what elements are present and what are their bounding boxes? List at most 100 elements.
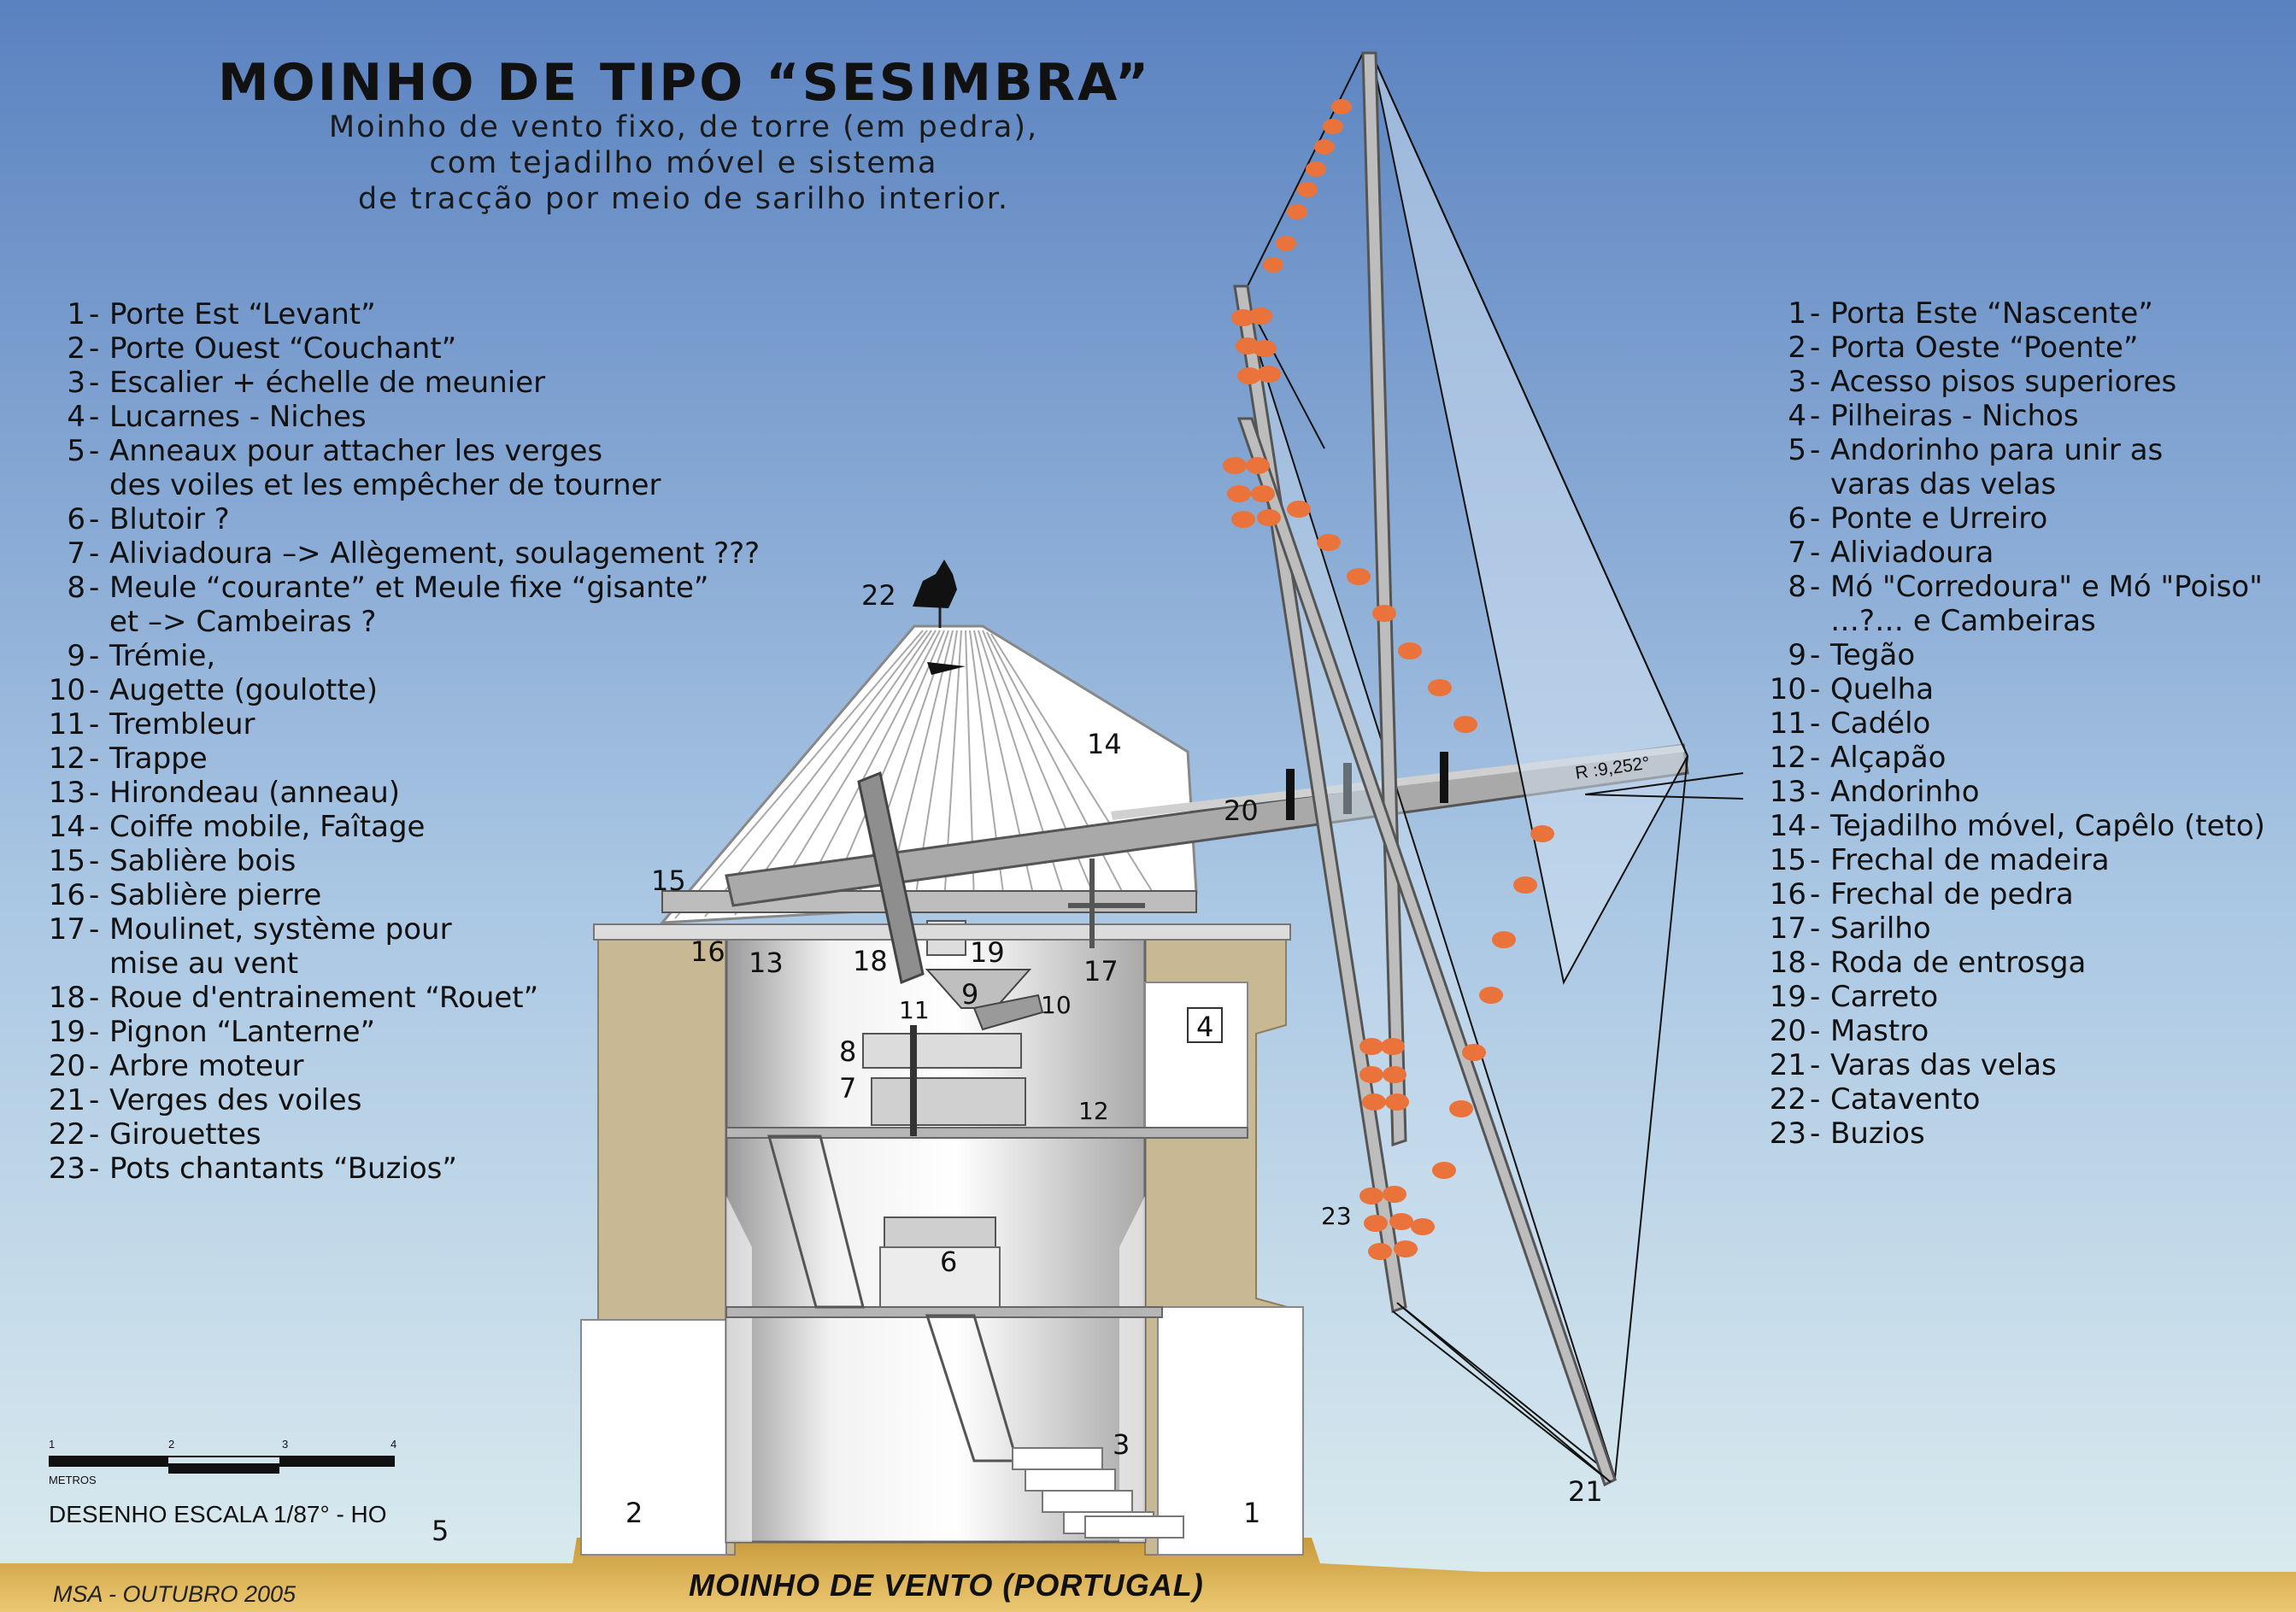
legend-text: Tegão [1830, 638, 1916, 672]
legend-dash: - [1810, 433, 1821, 467]
legend-text: Roda de entrosga [1830, 946, 2087, 980]
callout-19: 19 [970, 936, 1005, 969]
legend-item: 17-Moulinet, système pour [41, 912, 760, 947]
callout-20: 20 [1224, 794, 1259, 827]
legend-number: 18 [1769, 946, 1806, 980]
legend-text: Arbre moteur [109, 1049, 304, 1083]
legend-item: 23-Pots chantants “Buzios” [41, 1152, 760, 1186]
legend-dash: - [1810, 912, 1821, 946]
legend-item: 10-Augette (goulotte) [41, 673, 760, 707]
legend-text: Blutoir ? [109, 502, 230, 536]
callout-17: 17 [1083, 955, 1119, 988]
legend-text: Mó "Corredoura" e Mó "Poiso" [1830, 570, 2263, 604]
legend-dash: - [89, 1117, 100, 1152]
legend-number: 12 [1769, 741, 1806, 775]
callout-23: 23 [1321, 1202, 1352, 1230]
legend-text: Mastro [1830, 1014, 1929, 1048]
callout-7: 7 [839, 1072, 857, 1105]
legend-text: Anneaux pour attacher les verges [109, 434, 603, 468]
legend-dash: - [89, 776, 100, 810]
legend-item: 8-Mó "Corredoura" e Mó "Poiso" [1762, 570, 2265, 604]
legend-item: …?… e Cambeiras [1762, 604, 2265, 638]
legend-dash: - [89, 366, 100, 400]
legend-text: …?… e Cambeiras [1830, 604, 2096, 638]
legend-text: Porta Oeste “Poente” [1830, 331, 2139, 365]
legend-dash: - [89, 502, 100, 536]
legend-item: 2-Porta Oeste “Poente” [1762, 331, 2265, 365]
legend-text: Moulinet, système pour [109, 912, 452, 947]
legend-item: 16-Sablière pierre [41, 878, 760, 912]
legend-item: 17-Sarilho [1762, 912, 2265, 946]
legend-item: 4-Lucarnes - Niches [41, 400, 760, 434]
legend-number: 19 [1769, 980, 1806, 1014]
legend-number: 21 [1769, 1048, 1806, 1082]
callout-3: 3 [1113, 1428, 1130, 1461]
legend-text: Aliviadoura –> Allègement, soulagement ?… [109, 536, 760, 571]
legend-dash: - [89, 912, 100, 947]
sail-spar-2 [1233, 284, 1407, 1313]
legend-text: Andorinho [1830, 775, 1980, 809]
legend-item: 23-Buzios [1762, 1117, 2265, 1151]
legend-item: 18-Roue d'entrainement “Rouet” [41, 981, 760, 1015]
legend-item: 20-Mastro [1762, 1014, 2265, 1048]
legend-dash: - [1810, 877, 1821, 912]
legend-number: 7 [67, 536, 85, 571]
legend-number: 5 [67, 434, 85, 468]
legend-number: 14 [48, 810, 85, 844]
legend-text: Catavento [1830, 1082, 1981, 1117]
legend-text: Aliviadoura [1830, 536, 1994, 570]
legend-text: Tejadilho móvel, Capêlo (teto) [1830, 809, 2265, 843]
legend-number: 16 [1769, 877, 1806, 912]
callout-11: 11 [899, 996, 930, 1024]
scale-unit: METROS [49, 1474, 97, 1486]
legend-text: et –> Cambeiras ? [109, 605, 377, 639]
legend-item: 19-Carreto [1762, 980, 2265, 1014]
legend-dash: - [89, 536, 100, 571]
legend-item: 7-Aliviadoura [1762, 536, 2265, 570]
legend-number: 3 [1788, 365, 1806, 399]
legend-dash: - [89, 1049, 100, 1083]
scale-tick: 3 [282, 1438, 289, 1451]
callout-9: 9 [961, 978, 979, 1011]
callout-10: 10 [1041, 991, 1072, 1019]
legend-dash: - [1810, 775, 1821, 809]
legend-dash: - [89, 331, 100, 366]
legend-number: 9 [67, 639, 85, 673]
legend-text: Porte Est “Levant” [109, 297, 376, 331]
callout-16: 16 [690, 935, 725, 968]
legend-number: 7 [1788, 536, 1806, 570]
legend-text: Girouettes [109, 1117, 261, 1152]
legend-item: 12-Trappe [41, 742, 760, 776]
legend-dash: - [89, 434, 100, 468]
legend-dash: - [89, 1083, 100, 1117]
legend-number: 12 [48, 742, 85, 776]
callout-15: 15 [651, 865, 686, 897]
legend-portuguese: 1-Porta Este “Nascente”2-Porta Oeste “Po… [1762, 296, 2265, 1151]
legend-dash: - [89, 844, 100, 878]
legend-text: mise au vent [109, 947, 299, 981]
legend-text: Quelha [1830, 672, 1935, 706]
legend-dash: - [89, 673, 100, 707]
legend-item: 5-Andorinho para unir as [1762, 433, 2265, 467]
legend-number: 17 [1769, 912, 1806, 946]
callout-13: 13 [749, 947, 784, 979]
legend-dash: - [1810, 980, 1821, 1014]
callout-14: 14 [1087, 728, 1122, 760]
legend-item: 6-Blutoir ? [41, 502, 760, 536]
legend-item: 10-Quelha [1762, 672, 2265, 706]
legend-text: Augette (goulotte) [109, 673, 378, 707]
legend-text: Roue d'entrainement “Rouet” [109, 981, 539, 1015]
callout-5: 5 [432, 1515, 449, 1547]
legend-number: 5 [1788, 433, 1806, 467]
legend-dash: - [1810, 399, 1821, 433]
legend-item: 13-Hirondeau (anneau) [41, 776, 760, 810]
page-title: MOINHO DE TIPO “SESIMBRA” [218, 53, 1152, 113]
subtitle-line: com tejadilho móvel e sistema [429, 146, 938, 180]
legend-dash: - [1810, 706, 1821, 741]
legend-number: 22 [1769, 1082, 1806, 1117]
legend-number: 4 [67, 400, 85, 434]
legend-text: Frechal de madeira [1830, 843, 2110, 877]
legend-number: 22 [48, 1117, 85, 1152]
legend-dash: - [89, 639, 100, 673]
legend-number: 21 [48, 1083, 85, 1117]
